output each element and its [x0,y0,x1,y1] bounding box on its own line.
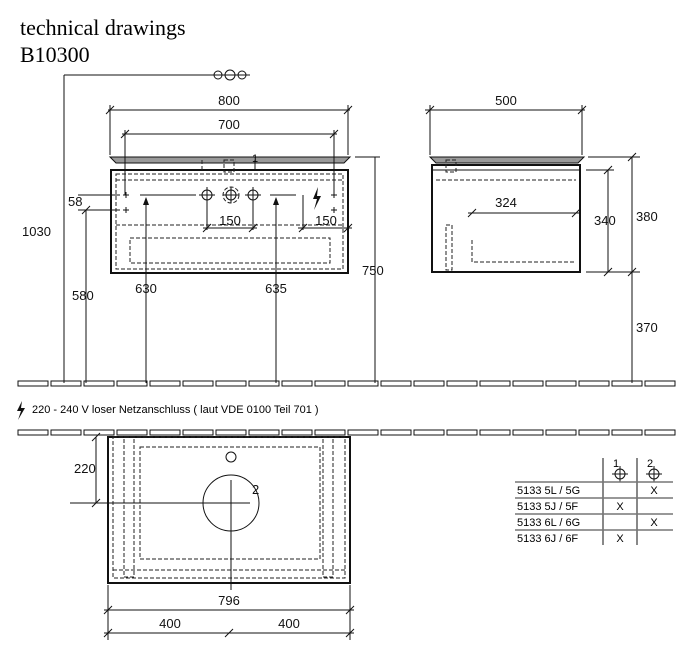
line-segment [248,429,280,436]
lightning-icon [17,401,25,420]
line-segment [116,380,148,387]
model-cell: 5133 6J / 6F [517,533,578,545]
line-segment [512,429,544,436]
dim-700: 700 [218,117,240,132]
dim-324: 324 [495,195,517,210]
line-segment [644,429,676,436]
line-segment [545,380,577,387]
dim-340: 340 [594,213,616,228]
fixture-symbol-icon [208,69,250,81]
line-segment [479,429,511,436]
line-segment [413,429,445,436]
line-segment [149,380,181,387]
top-view: 2 220 796 400 400 [70,432,355,640]
line-segment [182,380,214,387]
col1-cell: X [616,533,624,545]
marker-1: 1 [252,153,258,165]
dim-370: 370 [636,320,658,335]
line-segment [248,380,280,387]
line-segment [215,429,247,436]
line-segment [17,429,49,436]
line-segment [347,380,379,387]
front-view: 1 800 700 1030 58 580 630 635 150 [22,74,384,383]
line-segment [116,429,148,436]
line-segment [611,429,643,436]
model-cell: 5133 5L / 5G [517,485,580,497]
table-row: 5133 6J / 6F X [517,533,624,545]
col2-cell: X [650,517,658,529]
table-row: 5133 6L / 6G X [517,517,658,529]
dim-800: 800 [218,93,240,108]
line-segment [380,380,412,387]
line-segment [83,429,115,436]
dim-150-right: 150 [315,213,337,228]
table-row: 5133 5J / 5F X [517,501,624,513]
lightning-icon [313,187,321,210]
line-segment [281,429,313,436]
line-segment [644,380,676,387]
line-segment [50,380,82,387]
model-cell: 5133 5J / 5F [517,501,578,513]
wall-line [17,429,676,436]
line-segment [413,380,445,387]
col1-cell: X [616,501,624,513]
dim-580: 580 [72,288,94,303]
line-segment [611,380,643,387]
side-view: 500 324 340 380 370 [425,93,658,383]
line-segment [215,380,247,387]
line-segment [281,380,313,387]
line-segment [17,380,49,387]
line-segment [347,429,379,436]
line-segment [182,429,214,436]
col2-cell: X [650,485,658,497]
dim-630: 630 [135,281,157,296]
table-header-2: 2 [647,458,653,470]
dim-400-left: 400 [159,616,181,631]
line-segment [479,380,511,387]
dim-58: 58 [68,194,82,209]
dim-500: 500 [495,93,517,108]
dim-150-left: 150 [219,213,241,228]
table-header-1: 1 [613,458,619,470]
line-segment [545,429,577,436]
electrical-note: 220 - 240 V loser Netzanschluss ( laut V… [32,404,319,416]
dim-400-right: 400 [278,616,300,631]
model-table: 1 2 5133 5L / 5G X 5133 5J / 5F X 5133 6… [515,458,673,545]
line-segment [578,380,610,387]
line-segment [314,429,346,436]
dim-635: 635 [265,281,287,296]
dim-750: 750 [362,263,384,278]
line-segment [446,380,478,387]
floor-line [17,380,676,387]
line-segment [446,429,478,436]
product-code: B10300 [20,42,90,67]
marker-2: 2 [252,482,259,497]
dim-380: 380 [636,209,658,224]
line-segment [314,380,346,387]
line-segment [83,380,115,387]
page-title: technical drawings [20,15,186,40]
line-segment [50,429,82,436]
dim-220: 220 [74,461,96,476]
line-segment [380,429,412,436]
line-segment [578,429,610,436]
dim-1030: 1030 [22,224,51,239]
dim-796: 796 [218,593,240,608]
line-segment [149,429,181,436]
model-cell: 5133 6L / 6G [517,517,580,529]
line-segment [512,380,544,387]
table-row: 5133 5L / 5G X [517,485,658,497]
